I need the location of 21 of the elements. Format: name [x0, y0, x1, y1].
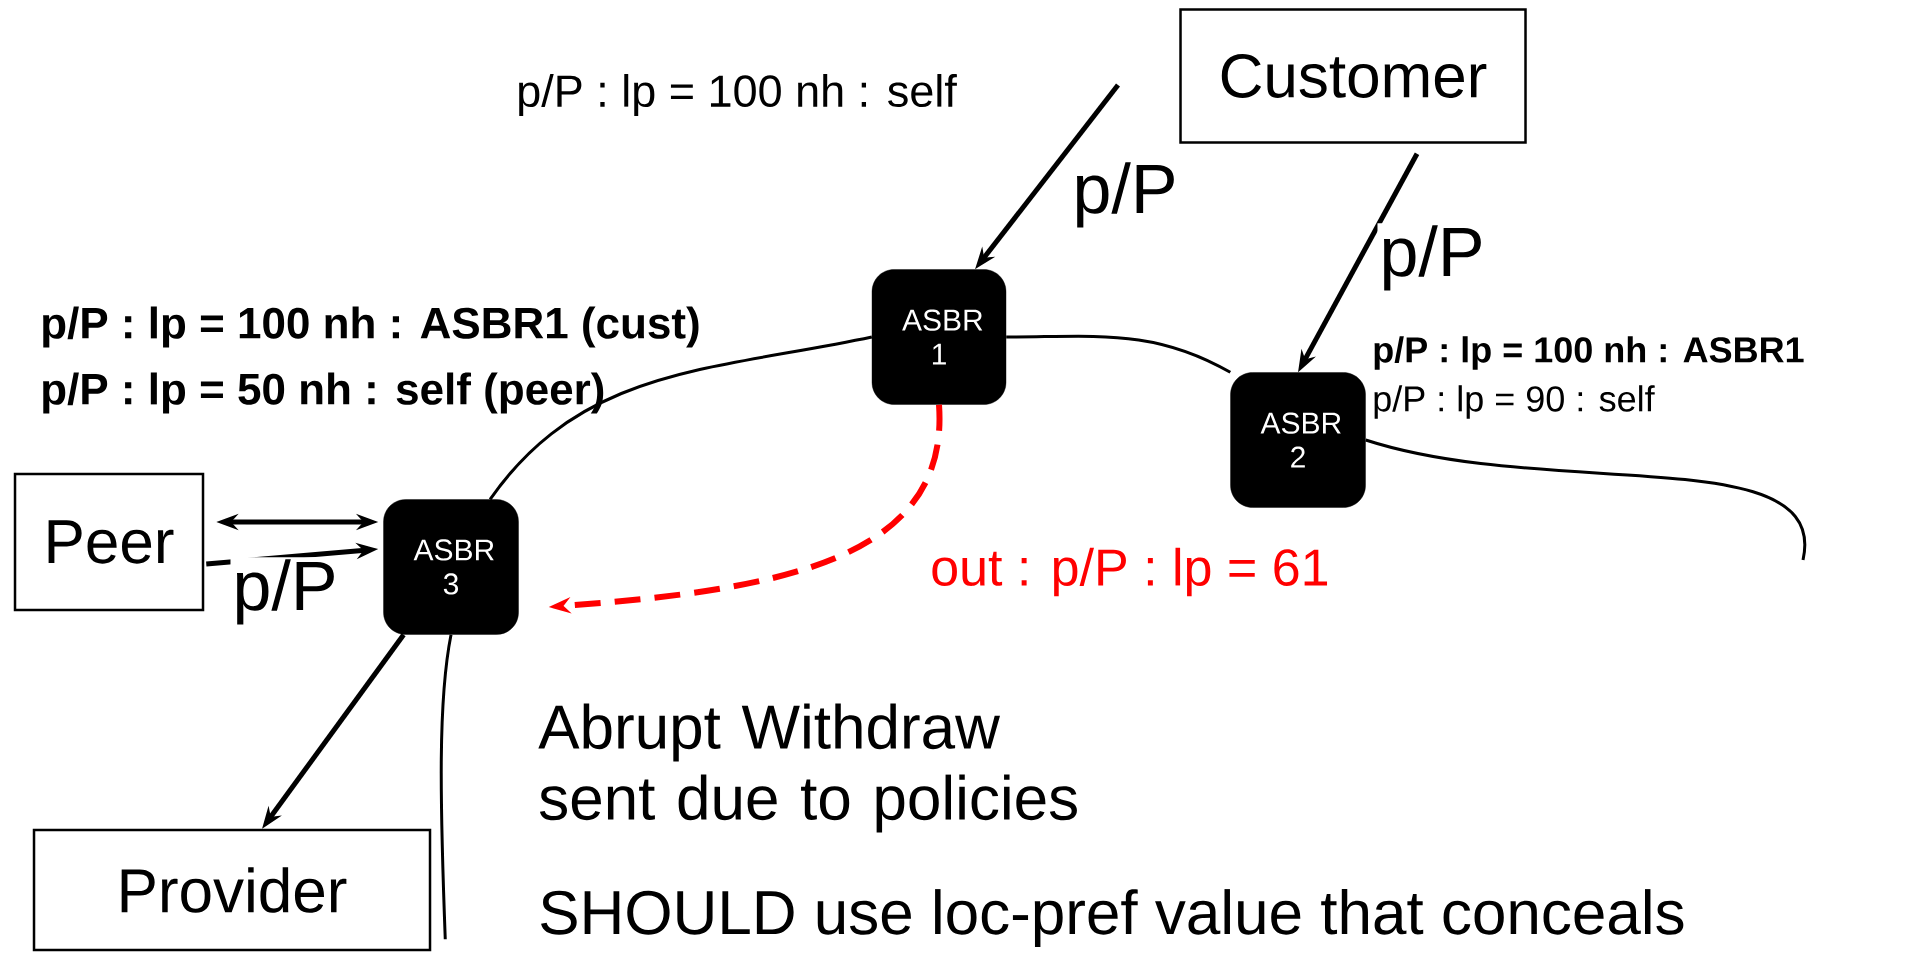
- note-text: SHOULD use loc-pref value that conceals: [541, 889, 1684, 947]
- router-box: ASBR 3: [383, 499, 519, 635]
- router-box: ASBR 2: [1230, 372, 1366, 508]
- connector-line: [1365, 438, 1806, 561]
- route-label: p/P : lp = 100 nh : ASBR1 (cust): [43, 306, 699, 348]
- route-label: p/P : lp = 100 nh : ASBR1: [1374, 336, 1804, 370]
- connector-line: [1006, 334, 1231, 374]
- edge-label: p/P: [1377, 223, 1487, 293]
- connector-line: [488, 335, 873, 501]
- route-label: p/P : lp = 50 nh : self (peer): [43, 372, 604, 414]
- route-label: p/P : lp = 90 : self: [1374, 385, 1655, 419]
- route-label: out : p/P : lp = 61: [932, 547, 1328, 597]
- edge-label: p/P: [1070, 160, 1180, 230]
- route-label: p/P : lp = 100 nh : self: [519, 74, 957, 116]
- party-box: Customer: [1179, 8, 1527, 144]
- router-box: ASBR 1: [871, 269, 1007, 405]
- party-box: Peer: [13, 472, 205, 612]
- note-text: Abrupt Withdraw sent due to policies: [538, 703, 1077, 833]
- party-box: Provider: [32, 828, 432, 952]
- edge-label: p/P: [230, 557, 340, 627]
- connector-line: [439, 634, 453, 940]
